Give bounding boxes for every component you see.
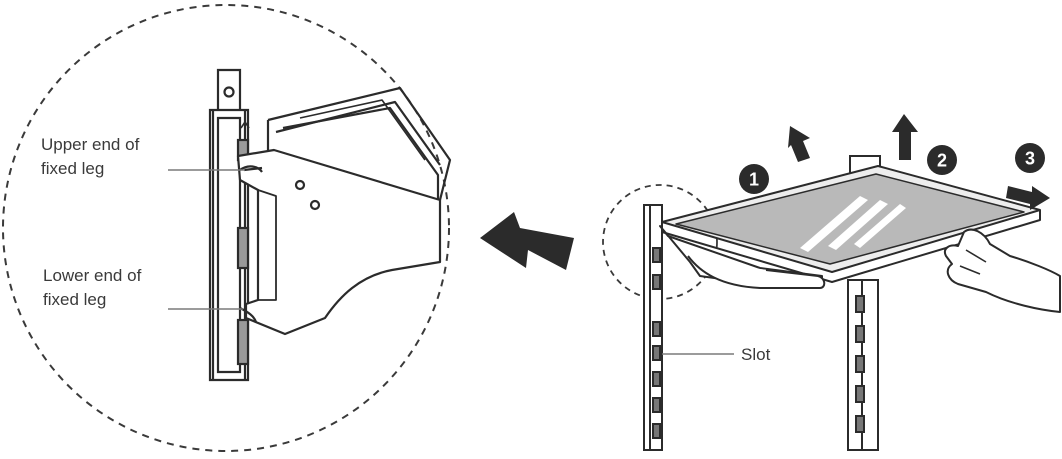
lower-end-label: Lower end of fixed leg <box>43 264 141 312</box>
upper-end-label: Upper end of fixed leg <box>41 133 139 181</box>
upper-hook <box>239 165 263 173</box>
shelf-scene: 1 2 3 <box>602 114 1061 451</box>
step-number-1: 1 <box>749 170 759 190</box>
lift-arrow-2-icon <box>892 114 918 160</box>
step-badge-3: 3 <box>1015 143 1045 173</box>
lift-arrow-1-icon <box>788 126 810 162</box>
magnify-circle <box>2 4 450 452</box>
lower-end-label-line1: Lower end of <box>43 266 142 285</box>
slot-label: Slot <box>741 345 771 364</box>
lower-end-label-line2: fixed leg <box>43 290 107 309</box>
right-upright <box>847 155 881 451</box>
step-number-3: 3 <box>1025 149 1035 169</box>
glass-shelf <box>661 165 1041 283</box>
right-hand <box>944 228 1061 313</box>
lift-arrow-3-icon <box>1006 186 1050 210</box>
upper-end-label-line2: fixed leg <box>41 159 105 178</box>
upright-post-detail <box>208 68 250 382</box>
step-badge-2: 2 <box>927 145 957 175</box>
left-upright <box>643 204 663 451</box>
step-badge-1: 1 <box>739 164 769 194</box>
arrow-left-icon <box>480 212 574 270</box>
step-number-2: 2 <box>937 151 947 171</box>
upper-end-label-line1: Upper end of <box>41 135 140 154</box>
fixed-leg-bracket <box>236 148 442 336</box>
magnified-detail <box>2 4 452 452</box>
left-hand <box>687 255 826 289</box>
